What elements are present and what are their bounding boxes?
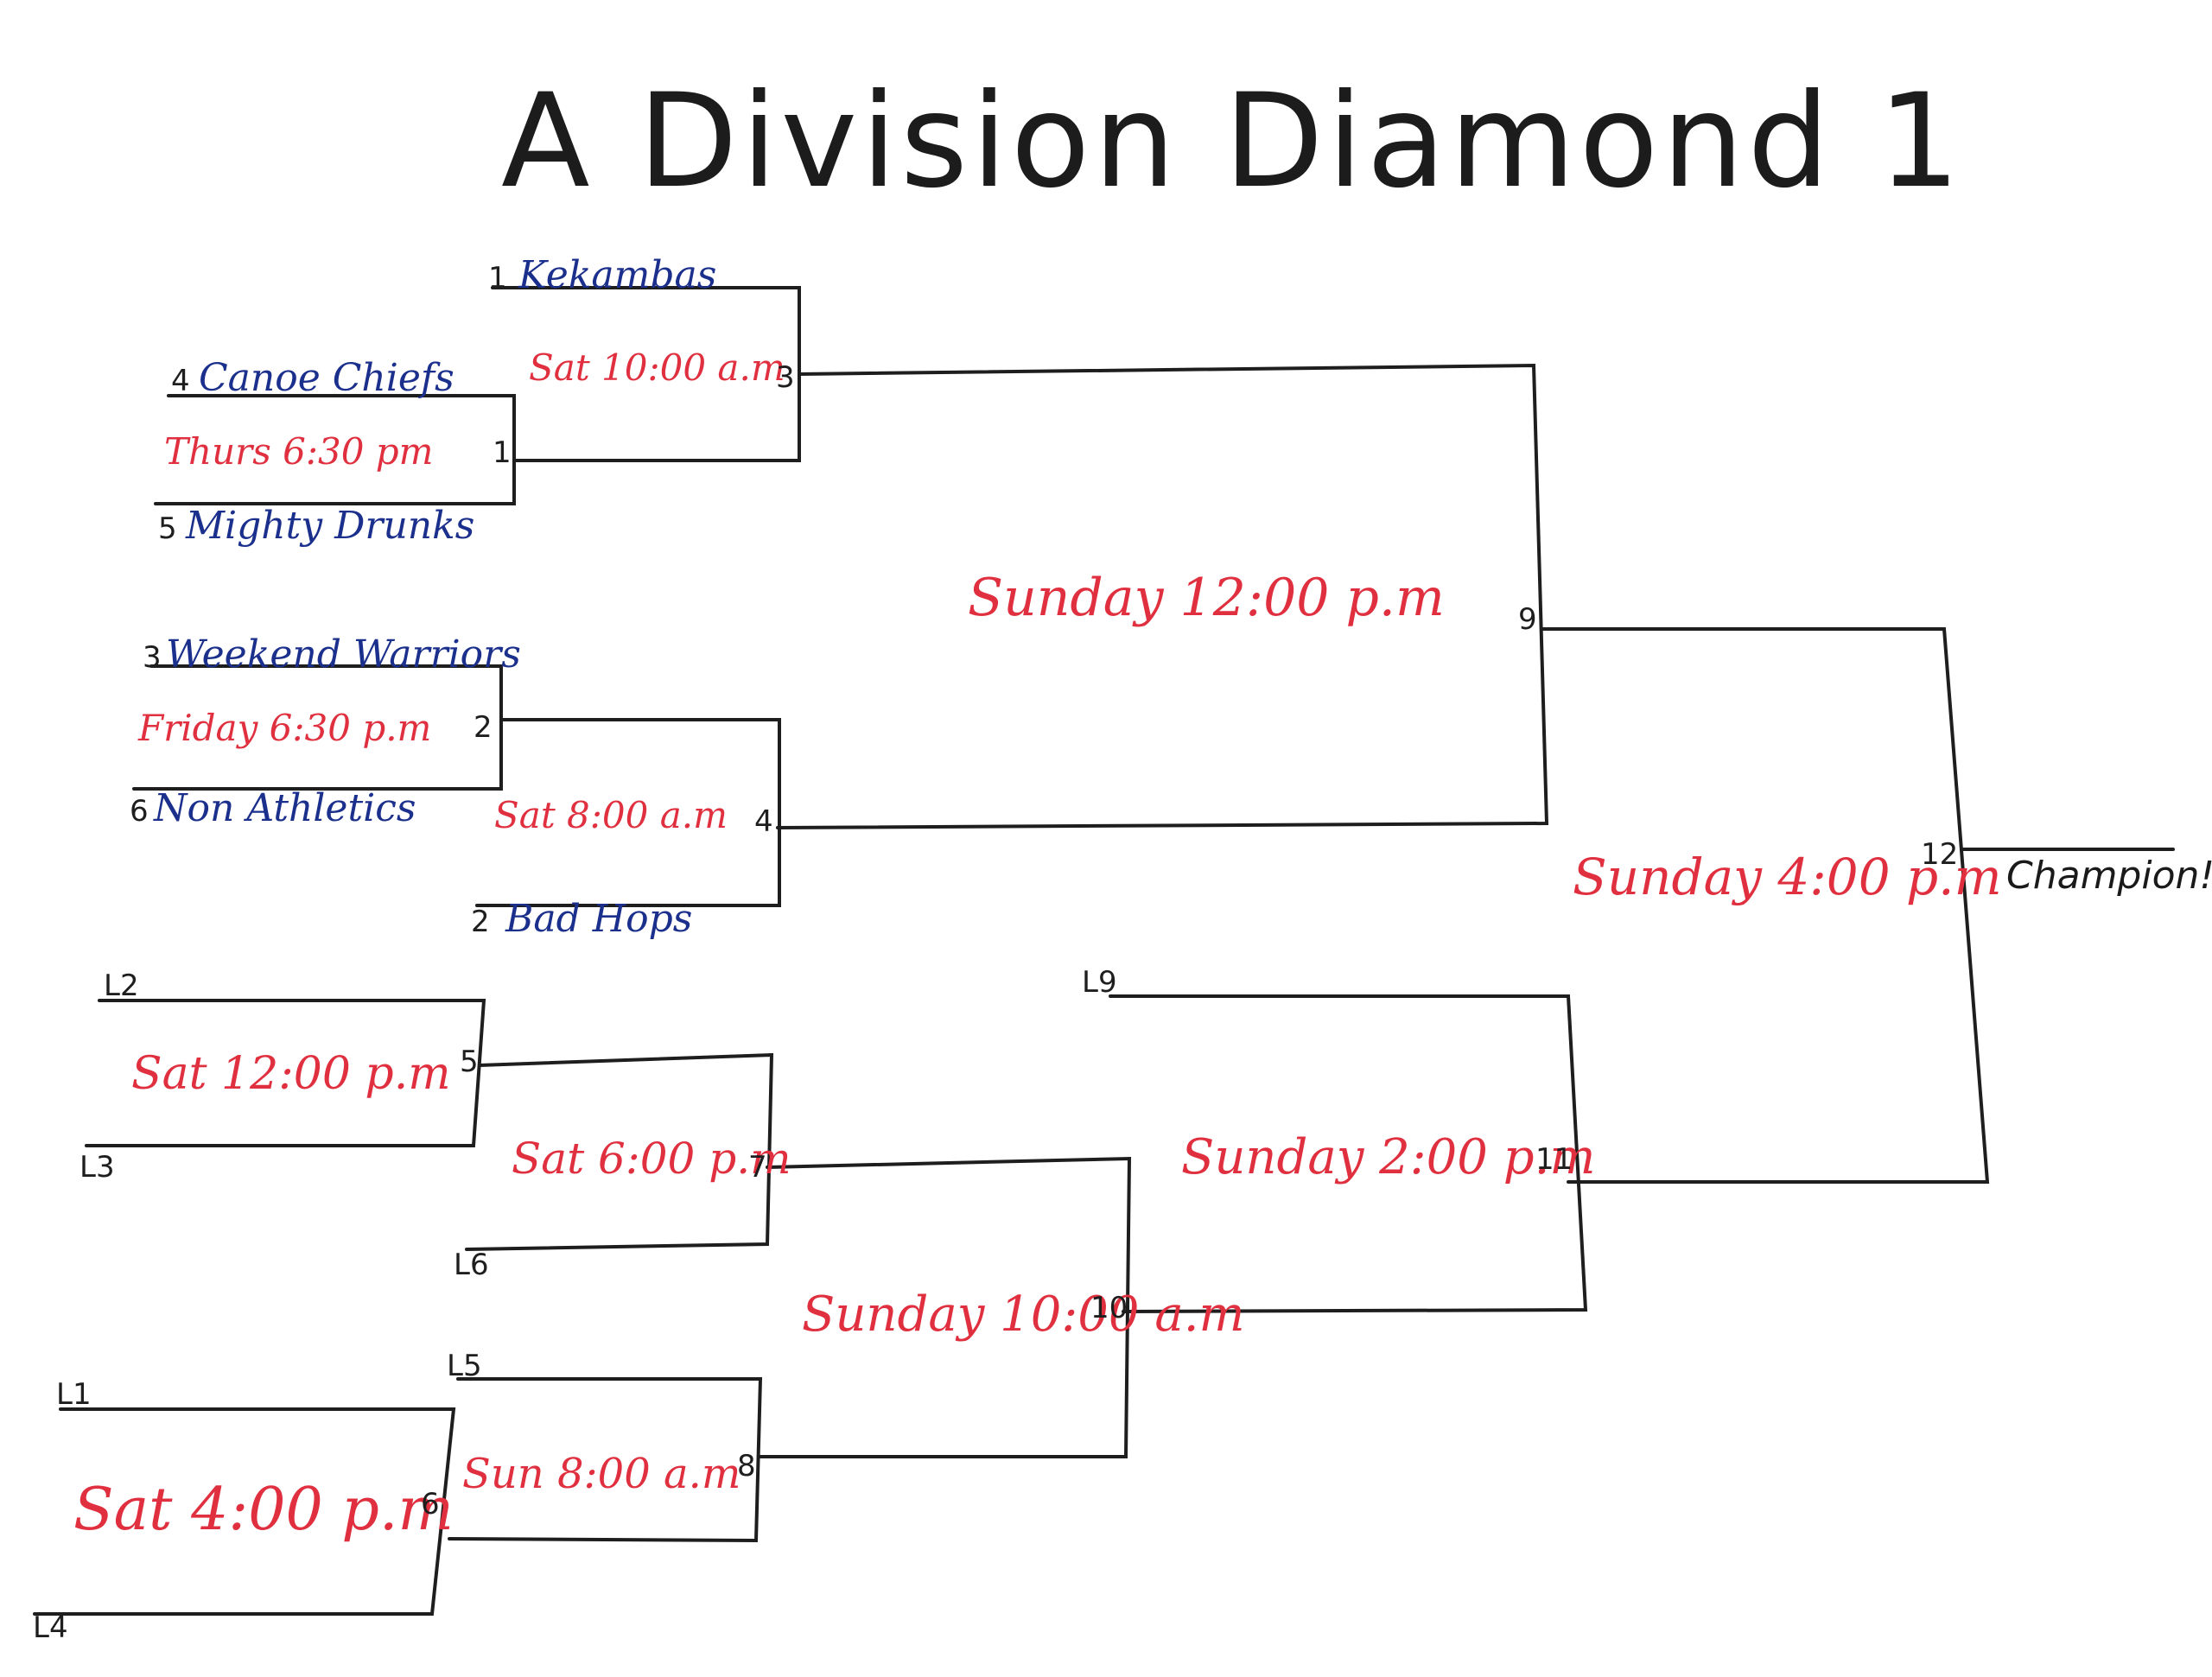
game-1-number: 1: [493, 435, 512, 470]
game-12-time: Sunday 4:00 p.m: [1573, 848, 2002, 906]
game-10-number: 10: [1090, 1291, 1128, 1325]
game-8-number: 8: [737, 1449, 756, 1483]
team-weekend-warriors: Weekend Warriors: [166, 632, 521, 677]
game-5-time: Sat 12:00 p.m: [131, 1048, 451, 1100]
game-11-time: Sunday 2:00 p.m: [1181, 1129, 1595, 1185]
loser-l3: L3: [79, 1150, 115, 1185]
bracket-title: A Division Diamond 1: [501, 67, 1964, 217]
seed-weekend-warriors: 3: [143, 640, 162, 675]
game-4-number: 4: [754, 804, 773, 839]
team-canoe-chiefs: Canoe Chiefs: [199, 356, 454, 400]
team-bad-hops: Bad Hops: [505, 897, 692, 941]
game-7-time: Sat 6:00 p.m: [512, 1134, 791, 1184]
loser-l9: L9: [1082, 965, 1117, 1000]
game-10-time: Sunday 10:00 a.m: [802, 1286, 1245, 1343]
seed-bad-hops: 2: [471, 905, 490, 939]
game-5-number: 5: [460, 1045, 479, 1079]
team-mighty-drunks: Mighty Drunks: [185, 504, 474, 548]
game-2-bracket: [132, 664, 503, 791]
game-6-time: Sat 4:00 p.m: [73, 1476, 454, 1544]
seed-kekambas: 1: [488, 261, 507, 295]
seed-mighty-drunks: 5: [158, 511, 177, 546]
game-8-bracket: [448, 1377, 763, 1543]
loser-l1: L1: [56, 1377, 92, 1412]
game-2-time: Friday 6:30 p.m: [137, 707, 431, 749]
game-7-number: 7: [748, 1150, 767, 1185]
loser-l6: L6: [454, 1248, 489, 1282]
game-4-time: Sat 8:00 a.m: [494, 794, 728, 836]
game-6-bracket: [33, 1407, 456, 1616]
seed-non-athletics: 6: [130, 794, 149, 829]
game-10-bracket: [757, 1156, 1132, 1458]
game-12-number: 12: [1921, 837, 1958, 872]
game-12-bracket: [1541, 627, 1990, 1184]
game-9-number: 9: [1518, 602, 1537, 637]
game-1-time: Thurs 6:30 pm: [164, 430, 433, 473]
game-3-time: Sat 10:00 a.m: [529, 346, 785, 389]
game-4-bracket: [475, 718, 781, 907]
game-2-number: 2: [474, 710, 493, 745]
game-11-bracket: [1109, 994, 1588, 1313]
game-1-bracket: [154, 394, 516, 505]
loser-l4: L4: [33, 1610, 68, 1645]
game-3-number: 3: [776, 360, 795, 395]
loser-l5: L5: [447, 1349, 482, 1383]
game-6-number: 6: [421, 1487, 440, 1521]
game-9-bracket: [776, 363, 1549, 829]
loser-l2: L2: [104, 969, 139, 1003]
seed-canoe-chiefs: 4: [171, 364, 190, 398]
game-5-bracket: [85, 999, 486, 1147]
team-kekambas: Kekambas: [518, 253, 716, 297]
game-8-time: Sun 8:00 a.m: [462, 1450, 741, 1498]
game-7-bracket: [465, 1052, 774, 1251]
champion-label: Champion!: [2006, 854, 2212, 898]
team-non-athletics: Non Athletics: [153, 786, 416, 830]
game-9-time: Sunday 12:00 p.m: [968, 568, 1445, 628]
game-11-number: 11: [1535, 1142, 1573, 1177]
bracket-lines: [33, 286, 2175, 1616]
